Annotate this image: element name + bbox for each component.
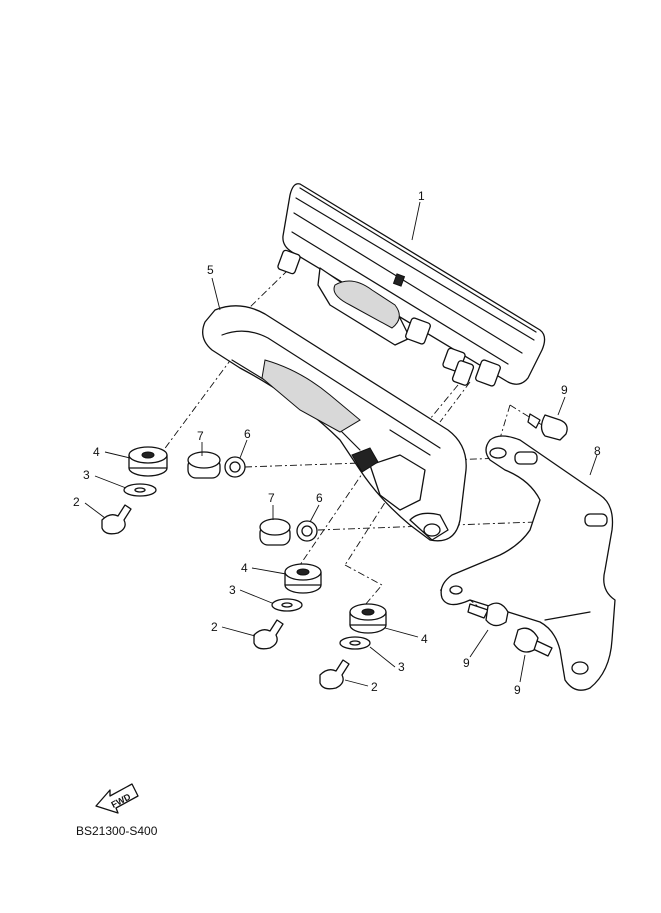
leader-lines [84,201,598,687]
callout-2-middle: 2 [211,620,218,634]
callout-6-left: 6 [244,427,251,441]
callout-6-middle: 6 [316,491,323,505]
left-fastener-group [101,446,246,535]
callout-9-top: 9 [561,383,568,397]
callout-3-right: 3 [398,660,405,674]
callout-5: 5 [207,263,214,277]
callout-3-middle: 3 [229,583,236,597]
right-fastener-group [319,603,387,690]
callout-4-middle: 4 [241,561,248,575]
callout-9-right: 9 [514,683,521,697]
callout-9-left: 9 [463,656,470,670]
callout-labels: 1 5 4 3 2 7 6 7 6 4 3 2 4 3 2 9 8 9 9 [73,189,601,697]
callout-1: 1 [418,189,425,203]
callout-2-left: 2 [73,495,80,509]
callout-8: 8 [594,444,601,458]
meter-assembly [277,183,546,387]
drawing-code: BS21300-S400 [76,824,158,838]
meter-bracket-cover [202,305,467,542]
callout-7-middle: 7 [268,491,275,505]
middle-fastener-group [253,518,322,650]
meter-stay-bracket [440,435,616,691]
callout-3-left: 3 [83,468,90,482]
callout-4-right: 4 [421,632,428,646]
callout-7-left: 7 [197,429,204,443]
forward-arrow-icon: FWD [95,783,139,814]
callout-2-right: 2 [371,680,378,694]
callout-4-left: 4 [93,445,100,459]
flange-bolts [467,413,568,657]
